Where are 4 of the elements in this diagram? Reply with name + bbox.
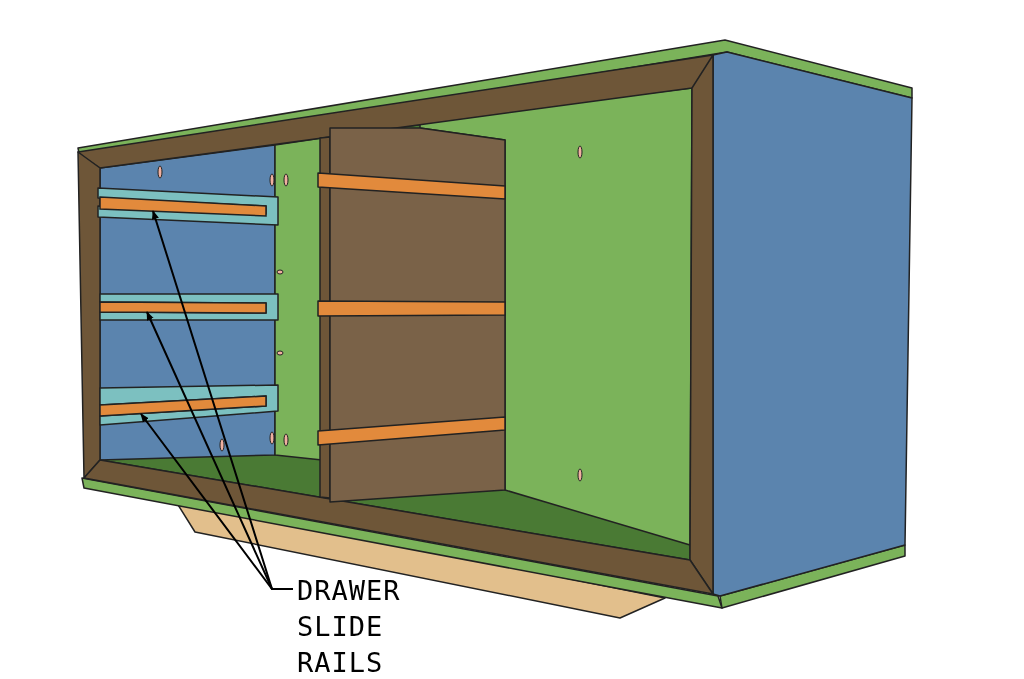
drawer-slide-rail <box>99 196 267 217</box>
drawer-slide-rail <box>99 395 267 417</box>
drawer-slide-rail <box>99 301 267 314</box>
callout-text: DRAWER SLIDE RAILS <box>297 573 457 679</box>
